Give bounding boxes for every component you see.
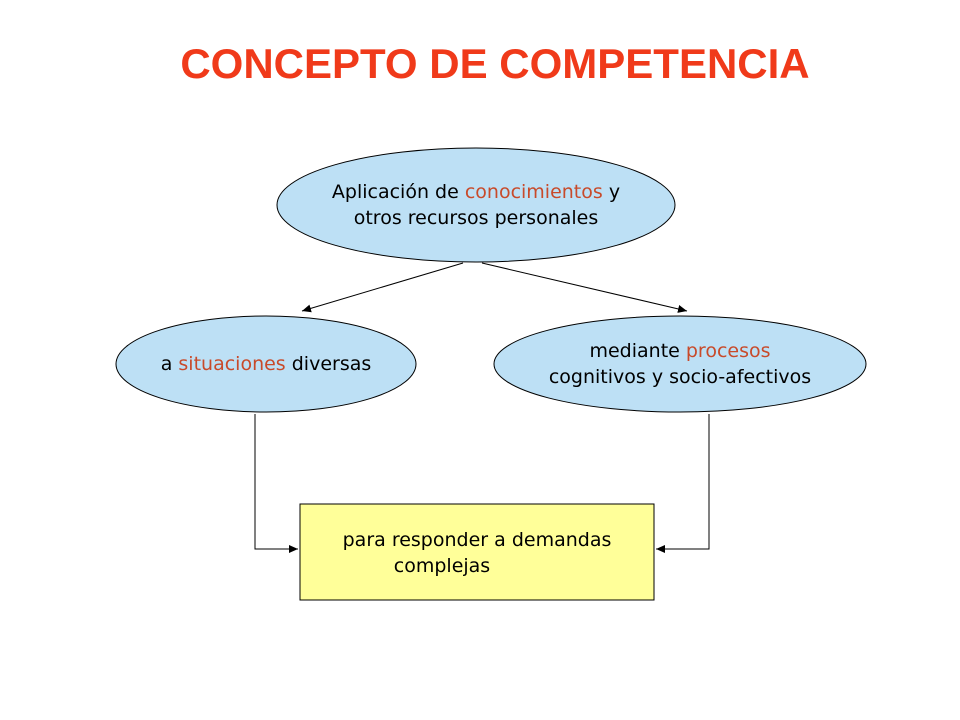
right-node-line-1: mediante procesos xyxy=(589,340,771,362)
top-node-text: Aplicación de conocimientos y otros recu… xyxy=(276,179,676,231)
left-node-line: a situaciones diversas xyxy=(160,353,372,375)
bottom-box-line-1: para responder a demandas xyxy=(342,529,612,551)
connector-right-to-box xyxy=(656,414,710,553)
top-node-line-2: otros recursos personales xyxy=(353,207,599,229)
arrow-top-to-left xyxy=(301,262,464,313)
bottom-box-line-2: complejas xyxy=(393,555,491,577)
arrow-top-to-right xyxy=(481,262,688,313)
highlight-situaciones: situaciones xyxy=(178,353,286,375)
bottom-box xyxy=(299,503,655,601)
left-ellipse xyxy=(115,315,417,413)
top-node-line-1: Aplicación de conocimientos y xyxy=(331,181,621,203)
page-title: CONCEPTO DE COMPETENCIA xyxy=(180,40,810,87)
left-node-text: a situaciones diversas xyxy=(116,351,416,377)
highlight-procesos: procesos xyxy=(685,340,771,362)
top-ellipse xyxy=(276,147,676,263)
bottom-box-text: para responder a demandas complejas xyxy=(300,527,654,579)
highlight-conocimientos: conocimientos xyxy=(464,181,603,203)
right-node-line-2: cognitivos y socio-afectivos xyxy=(548,366,812,388)
right-ellipse xyxy=(493,315,867,413)
connector-left-to-box xyxy=(254,414,298,553)
right-node-text: mediante procesos cognitivos y socio-afe… xyxy=(494,338,866,390)
